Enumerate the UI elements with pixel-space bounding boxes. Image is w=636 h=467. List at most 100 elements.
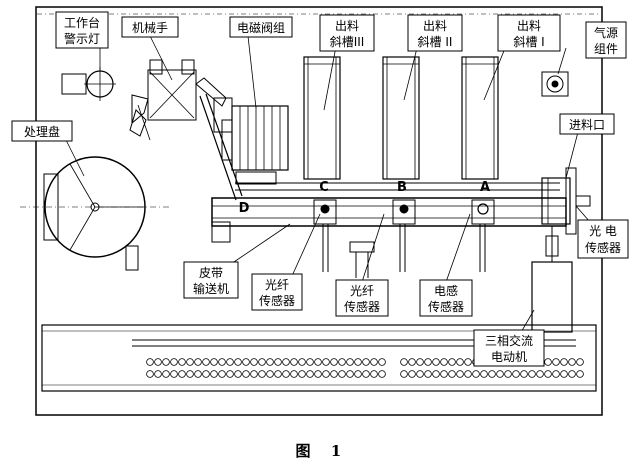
terminal-ring — [250, 358, 258, 366]
photo-sensor-label-1: 光 电 — [589, 224, 617, 238]
terminal-ring — [338, 370, 346, 378]
terminal-ring — [226, 358, 234, 366]
photo-sensor-label-2: 传感器 — [585, 240, 621, 255]
chute3-label-1: 出料 — [335, 19, 359, 33]
terminal-ring — [330, 370, 338, 378]
motor-label-2: 电动机 — [491, 350, 527, 364]
terminal-ring — [202, 358, 210, 366]
terminal-ring — [306, 370, 314, 378]
warning-light-label-2: 警示灯 — [64, 31, 100, 46]
terminal-ring — [440, 358, 448, 366]
terminal-ring — [306, 358, 314, 366]
manipulator — [129, 59, 243, 201]
position-b-label: B — [397, 180, 407, 195]
terminal-ring — [210, 358, 218, 366]
terminal-ring — [370, 370, 378, 378]
figure-caption-word: 图 — [295, 442, 310, 460]
terminal-ring — [258, 358, 266, 366]
terminal-ring — [408, 370, 416, 378]
terminal-ring — [464, 358, 472, 366]
terminal-ring — [274, 358, 282, 366]
chute2-label-2: 斜槽 II — [418, 35, 453, 49]
terminal-ring — [162, 358, 170, 366]
feed-inlet — [541, 167, 591, 235]
terminal-ring — [330, 358, 338, 366]
terminal-ring — [194, 370, 202, 378]
terminal-ring — [544, 370, 552, 378]
terminal-ring — [290, 358, 298, 366]
figure-caption-number: 1 — [331, 442, 341, 460]
terminal-ring — [226, 370, 234, 378]
terminal-ring — [552, 358, 560, 366]
terminal-ring — [218, 358, 226, 366]
terminal-ring — [370, 358, 378, 366]
terminal-ring — [400, 358, 408, 366]
belt-conveyor-label-2: 输送机 — [193, 281, 229, 296]
fiber-sensor-1-label-1: 光纤 — [265, 278, 289, 292]
terminal-ring — [560, 358, 568, 366]
belt-conveyor-label-1: 皮带 — [199, 266, 223, 280]
terminal-ring — [354, 358, 362, 366]
solenoid-valves-label: 电磁阀组 — [237, 20, 285, 35]
terminal-ring — [560, 370, 568, 378]
terminal-ring — [218, 370, 226, 378]
terminal-ring — [346, 358, 354, 366]
terminal-ring — [186, 370, 194, 378]
terminal-ring — [362, 370, 370, 378]
discharge-chute-1 — [461, 56, 499, 180]
terminal-ring — [512, 370, 520, 378]
manipulator-label: 机械手 — [132, 20, 168, 35]
terminal-ring — [496, 370, 504, 378]
label-boxes — [11, 11, 629, 367]
terminal-ring — [568, 358, 576, 366]
terminal-ring — [194, 358, 202, 366]
fiber-sensor-bracket — [349, 241, 375, 278]
terminal-ring — [536, 370, 544, 378]
chute1-label-1: 出料 — [517, 19, 541, 33]
terminal-ring — [282, 370, 290, 378]
terminal-ring — [202, 370, 210, 378]
fiber-sensor-2-label-2: 传感器 — [344, 299, 380, 314]
terminal-ring — [322, 358, 330, 366]
terminal-ring — [266, 370, 274, 378]
terminal-ring — [266, 358, 274, 366]
terminal-ring — [464, 370, 472, 378]
terminal-ring — [234, 358, 242, 366]
solenoid-valve-block — [221, 105, 289, 171]
terminal-ring — [424, 370, 432, 378]
terminal-ring — [170, 358, 178, 366]
terminal-ring — [274, 370, 282, 378]
terminal-ring — [576, 370, 584, 378]
terminal-ring — [504, 370, 512, 378]
terminal-ring — [424, 358, 432, 366]
belt-conveyor — [211, 171, 567, 243]
terminal-ring — [552, 370, 560, 378]
terminal-ring — [408, 358, 416, 366]
motor-label-1: 三相交流 — [485, 333, 533, 348]
terminal-ring — [472, 370, 480, 378]
terminal-ring — [362, 358, 370, 366]
terminal-ring — [456, 358, 464, 366]
terminal-ring — [298, 370, 306, 378]
terminal-ring — [346, 370, 354, 378]
discharge-chute-2 — [382, 56, 420, 180]
terminal-ring — [178, 370, 186, 378]
discharge-chute-3 — [303, 56, 341, 180]
terminal-ring — [250, 370, 258, 378]
terminal-ring — [282, 358, 290, 366]
terminal-ring — [378, 370, 386, 378]
sensor-station-c — [313, 199, 337, 272]
terminal-ring — [448, 358, 456, 366]
feed-inlet-label: 进料口 — [569, 118, 605, 132]
terminal-ring — [178, 358, 186, 366]
chute1-label-2: 斜槽 I — [513, 35, 544, 49]
terminal-ring — [544, 358, 552, 366]
terminal-ring — [210, 370, 218, 378]
terminal-ring — [290, 370, 298, 378]
terminal-ring — [242, 370, 250, 378]
processing-disk — [20, 156, 170, 271]
terminal-ring — [576, 358, 584, 366]
inductive-sensor-label-2: 传感器 — [428, 299, 464, 314]
terminal-ring — [432, 358, 440, 366]
